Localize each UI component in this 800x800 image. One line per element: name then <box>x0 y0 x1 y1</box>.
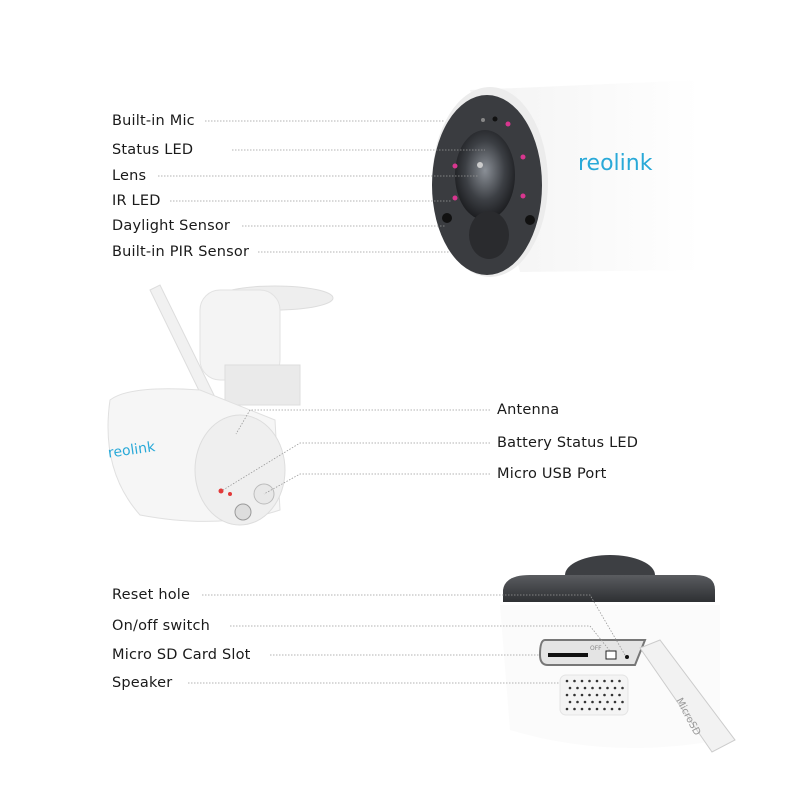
speaker-hole <box>613 700 617 704</box>
status-led <box>481 118 485 122</box>
brand-logo-front: reolink <box>578 151 653 176</box>
speaker-hole <box>606 700 609 704</box>
speaker-hole <box>595 693 599 697</box>
speaker-hole <box>576 686 579 690</box>
speaker-hole <box>588 693 591 697</box>
speaker-hole <box>565 693 569 697</box>
leader-lines <box>158 120 626 684</box>
speaker-hole <box>565 707 569 711</box>
bottom-camera-drawing: OFF MicroSD <box>500 555 736 753</box>
speaker-hole <box>618 679 621 683</box>
speaker-hole <box>603 693 606 697</box>
callout-micro-sd-slot: Micro SD Card Slot <box>112 647 251 663</box>
callout-micro-usb-port: Micro USB Port <box>497 466 607 482</box>
leader-line <box>263 473 490 495</box>
speaker-hole <box>610 707 614 711</box>
speaker-hole <box>613 686 617 690</box>
speaker-hole <box>603 707 606 711</box>
speaker-hole <box>573 693 576 697</box>
speaker-hole <box>588 707 591 711</box>
speaker-hole <box>576 700 579 704</box>
speaker-hole <box>618 693 621 697</box>
leader-line <box>235 409 490 435</box>
callout-reset-hole: Reset hole <box>112 587 191 603</box>
speaker-hole <box>591 700 594 704</box>
switch-label: OFF <box>590 645 602 652</box>
lens <box>455 130 515 220</box>
speaker-hole <box>621 686 624 690</box>
sd-slot <box>548 653 588 657</box>
speaker-hole <box>580 693 584 697</box>
callout-speaker: Speaker <box>112 675 173 691</box>
callout-pir-sensor: Built-in PIR Sensor <box>112 244 250 260</box>
speaker-hole <box>591 686 594 690</box>
callout-built-in-mic: Built-in Mic <box>112 113 195 129</box>
callout-ir-led: IR LED <box>112 193 161 209</box>
brand-logo-side: reolink <box>107 439 157 462</box>
leader-line <box>202 594 626 656</box>
speaker-hole <box>588 679 591 683</box>
callout-battery-status-led: Battery Status LED <box>497 435 639 451</box>
speaker-hole <box>580 707 584 711</box>
speaker-hole <box>580 679 584 683</box>
callout-status-led: Status LED <box>112 142 194 158</box>
speaker-hole <box>610 693 614 697</box>
onoff-switch <box>605 650 617 660</box>
speaker-hole <box>568 700 572 704</box>
battery-led <box>218 488 224 494</box>
speaker-hole <box>598 700 602 704</box>
speaker-hole <box>621 700 624 704</box>
callout-daylight-sensor: Daylight Sensor <box>112 218 231 234</box>
speaker-hole <box>583 686 587 690</box>
speaker-grille <box>565 679 624 711</box>
callout-lens: Lens <box>112 168 147 184</box>
leader-line <box>222 442 490 491</box>
speaker-hole <box>573 679 576 683</box>
speaker-hole <box>610 679 614 683</box>
speaker-hole <box>618 707 621 711</box>
leader-line <box>230 625 611 652</box>
mic-hole <box>492 116 498 122</box>
callout-antenna: Antenna <box>497 402 560 418</box>
speaker-hole <box>595 707 599 711</box>
speaker-hole <box>583 700 587 704</box>
speaker-hole <box>568 686 572 690</box>
callout-onoff-switch: On/off switch <box>112 618 211 634</box>
reset-hole <box>625 655 629 659</box>
front-camera-drawing: reolink <box>432 80 700 277</box>
speaker-hole <box>573 707 576 711</box>
pir-sensor <box>469 211 509 259</box>
side-camera-drawing: reolink <box>107 284 334 526</box>
speaker-hole <box>598 686 602 690</box>
speaker-hole <box>565 679 569 683</box>
speaker-hole <box>606 686 609 690</box>
speaker-hole <box>595 679 599 683</box>
speaker-hole <box>603 679 606 683</box>
